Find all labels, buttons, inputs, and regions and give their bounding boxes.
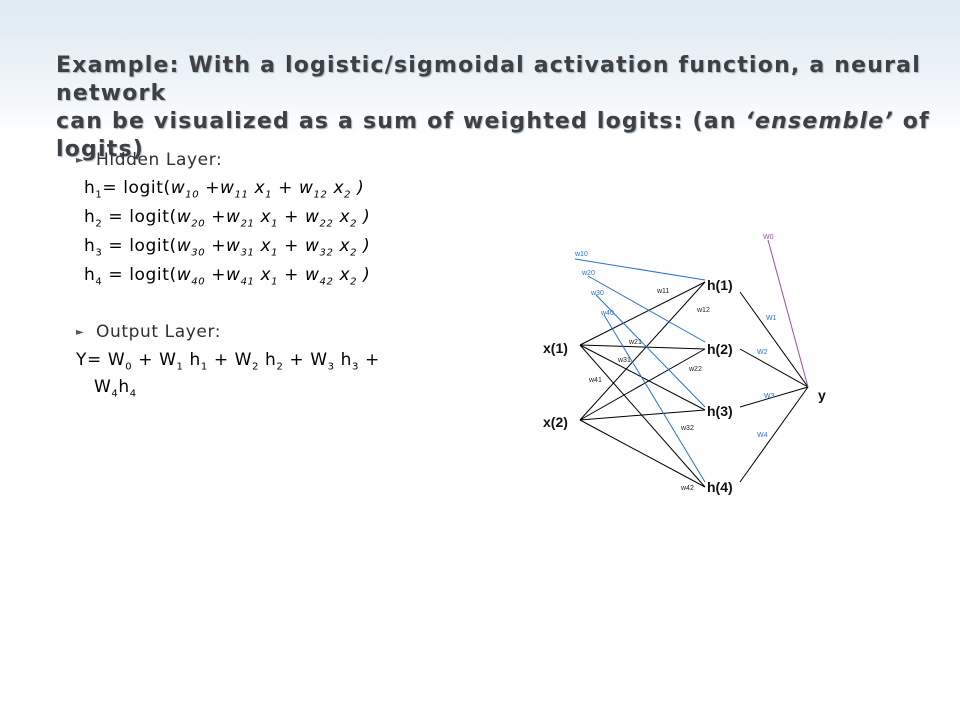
node-h3: h(3) (707, 403, 733, 419)
edge-x2-h2 (579, 348, 706, 421)
title-line-2-post: of logits) (56, 109, 930, 162)
bias-edge-output (767, 239, 809, 388)
title-line-1: Example: With a logistic/sigmoidal activ… (56, 53, 921, 106)
label-w32: w32 (680, 425, 694, 432)
bias-edge-h3 (595, 294, 706, 408)
label-w10: w10 (574, 251, 588, 258)
network-diagram: x(1) x(2) h(1) h(2) h(3) h(4) y w10 w20 … (500, 182, 900, 539)
edge-h1-y (739, 291, 809, 388)
node-h1: h(1) (707, 277, 733, 293)
label-W0: W0 (763, 234, 774, 241)
bias-edges-hidden (574, 258, 706, 483)
edge-x1-h1 (579, 281, 706, 346)
hidden-eq-3: h3 = logit(w30 +w31 x1 + w32 x2 ) (84, 236, 371, 259)
hidden-layer-heading: ► Hidden Layer: (76, 150, 476, 178)
node-h2: h(2) (707, 341, 733, 357)
output-layer-label: Output Layer: (96, 322, 222, 342)
title-band (0, 0, 960, 135)
edge-x2-h4 (579, 419, 706, 488)
title-emphasis: ‘ensemble’ (745, 109, 894, 134)
label-w31: w31 (617, 357, 631, 364)
hidden-eq-2: h2 = logit(w20 +w21 x1 + w22 x2 ) (84, 207, 371, 230)
label-w40: w40 (600, 310, 614, 317)
edge-x2-h1 (579, 281, 706, 421)
edge-x1-h2 (579, 344, 706, 350)
slide-content: ► Hidden Layer: h1= logit(w10 +w11 x1 + … (76, 150, 476, 405)
edges-x2-to-hidden (579, 281, 706, 488)
node-x2: x(2) (543, 414, 568, 430)
label-W4: W4 (757, 432, 768, 439)
edge-h4-y (739, 386, 809, 483)
label-w41: w41 (588, 377, 602, 384)
label-w20: w20 (581, 270, 595, 277)
output-layer-heading: ► Output Layer: (76, 322, 476, 350)
edge-h2-y (739, 348, 809, 388)
label-w11: w11 (656, 288, 669, 295)
label-W3: W3 (764, 393, 775, 400)
node-h4: h(4) (707, 479, 733, 495)
title-line-2: can be visualized as a sum of weighted l… (56, 108, 936, 164)
title-line-2-pre: can be visualized as a sum of weighted l… (56, 109, 746, 134)
edges-x1-to-hidden (579, 281, 706, 488)
arrow-bullet-icon: ► (76, 327, 85, 338)
node-y: y (818, 387, 826, 403)
label-w22: w22 (688, 366, 702, 373)
hidden-eq-1: h1= logit(w10 +w11 x1 + w12 x2 ) (84, 178, 365, 201)
bias-edge-h4 (603, 314, 706, 483)
edge-h3-y (739, 386, 809, 408)
output-equation: Y= W0 + W1 h1 + W2 h2 + W3 h3 +W4h4 (76, 350, 380, 400)
edges-hidden-to-output (739, 291, 809, 483)
edge-x1-h4 (579, 344, 706, 488)
label-w30: w30 (590, 290, 604, 297)
slide-title: Example: With a logistic/sigmoidal activ… (56, 52, 936, 164)
node-x1: x(1) (543, 340, 568, 356)
edge-x1-h3 (579, 344, 706, 411)
label-w42: w42 (680, 485, 694, 492)
edge-x2-h3 (579, 409, 706, 421)
arrow-bullet-icon: ► (76, 155, 85, 166)
network-diagram-svg: x(1) x(2) h(1) h(2) h(3) h(4) y w10 w20 … (543, 234, 826, 495)
bias-edge-h1 (574, 258, 706, 281)
hidden-eq-4: h4 = logit(w40 +w41 x1 + w42 x2 ) (84, 265, 371, 288)
label-W2: W2 (757, 349, 768, 356)
output-eq-last-term: W4h4 (94, 377, 137, 400)
bias-edge-h2 (587, 275, 706, 343)
hidden-layer-label: Hidden Layer: (96, 150, 223, 170)
label-w12: w12 (696, 307, 710, 314)
label-W1: W1 (766, 315, 777, 322)
label-w21: w21 (628, 339, 642, 346)
